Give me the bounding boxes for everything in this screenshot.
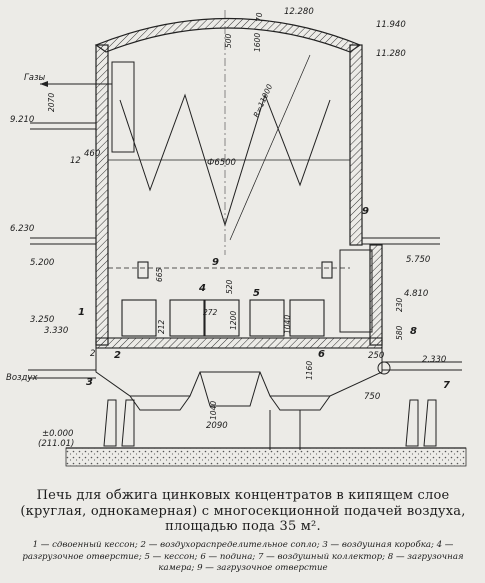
callout-4: 4: [198, 283, 206, 294]
label-air: Воздух: [6, 373, 38, 383]
elev-9210: 9.210: [10, 115, 34, 125]
callout-3: 3: [86, 377, 93, 388]
furnace-drawing: 12.280 11.940 11.280 9.210 6.230 5.200 5…: [6, 7, 467, 467]
legend-item-5: 5 — кессон;: [144, 551, 198, 562]
foundation: [65, 447, 467, 467]
legend-item-4: 4 — разгрузочное отверстие;: [22, 540, 454, 562]
label-gases: Газы: [24, 73, 45, 83]
dim-1040-lower: 1040: [209, 401, 218, 420]
dim-2: 2: [90, 349, 95, 359]
dim-1160: 1160: [305, 361, 314, 380]
air-boxes: [95, 348, 383, 411]
dim-212: 212: [157, 319, 166, 334]
dim-1040: 1040: [283, 315, 292, 334]
legend-item-6: 6 — подина;: [200, 551, 256, 562]
elev-5750: 5.750: [406, 255, 430, 265]
legend-item-7: 7 — воздушный коллектор;: [257, 551, 386, 562]
callout-9-center: 9: [212, 257, 219, 268]
callout-7: 7: [443, 380, 450, 391]
dim-500: 500: [224, 33, 233, 48]
elev-0000-abs: (211.01): [38, 439, 74, 449]
dim-2090: 2090: [206, 421, 228, 431]
dim-diameter: Ф6500: [207, 158, 236, 168]
elev-6230: 6.230: [10, 224, 34, 234]
caissons: [121, 261, 333, 337]
legend-item-3: 3 — воздушная коробка;: [322, 540, 434, 550]
pipes: [30, 122, 440, 245]
elev-3250: 3.250: [30, 315, 54, 325]
callout-8: 8: [410, 326, 417, 337]
elev-2330: 2.330: [422, 355, 446, 365]
elev-0000: ±0.000: [42, 429, 73, 439]
hearth: [95, 337, 383, 349]
legend-item-2: 2 — воздухораспределительное сопло;: [140, 540, 320, 550]
callout-1: 1: [78, 307, 85, 318]
elev-12280: 12.280: [284, 7, 314, 17]
dim-70: 70: [255, 12, 264, 22]
callout-5: 5: [253, 288, 260, 299]
elev-4810: 4.810: [404, 289, 428, 299]
gas-outlet: [111, 61, 135, 153]
charging-chamber: [339, 249, 373, 333]
dim-665: 665: [155, 267, 164, 282]
dim-radius: R=11000: [252, 83, 275, 119]
dim-520: 520: [225, 279, 234, 294]
elev-11940: 11.940: [376, 20, 406, 30]
support-columns: [103, 399, 437, 450]
figure-legend: 1 — сдвоенный кессон; 2 — воздухораспред…: [6, 540, 480, 575]
callout-2: 2: [114, 350, 121, 361]
dim-230: 230: [395, 297, 404, 312]
legend-item-9: 9 — загрузочное отверстие: [197, 563, 328, 573]
legend-item-8: 8 — загрузочная камера;: [158, 551, 464, 574]
dim-3330: 3.330: [44, 326, 68, 336]
elev-11280: 11.280: [376, 49, 406, 59]
callout-9-top: 9: [362, 206, 369, 217]
dim-580: 580: [395, 325, 404, 340]
air-collector: [28, 361, 462, 379]
figure-caption: Печь для обжига цинковых концентратов в …: [20, 488, 466, 534]
right-wall: [349, 44, 363, 246]
callout-6: 6: [318, 349, 325, 360]
dim-1200: 1200: [229, 311, 238, 330]
dim-2070: 2070: [47, 93, 56, 112]
dim-250: 250: [368, 351, 384, 361]
dim-272: 272: [203, 308, 218, 317]
dim-750: 750: [364, 392, 380, 402]
dim-460: 460: [84, 149, 100, 159]
legend-item-1: 1 — сдвоенный кессон;: [32, 540, 138, 550]
dim-1600: 1600: [253, 33, 262, 52]
elev-5200: 5.200: [30, 258, 54, 268]
dim-12: 12: [70, 156, 81, 166]
left-wall: [95, 44, 109, 346]
